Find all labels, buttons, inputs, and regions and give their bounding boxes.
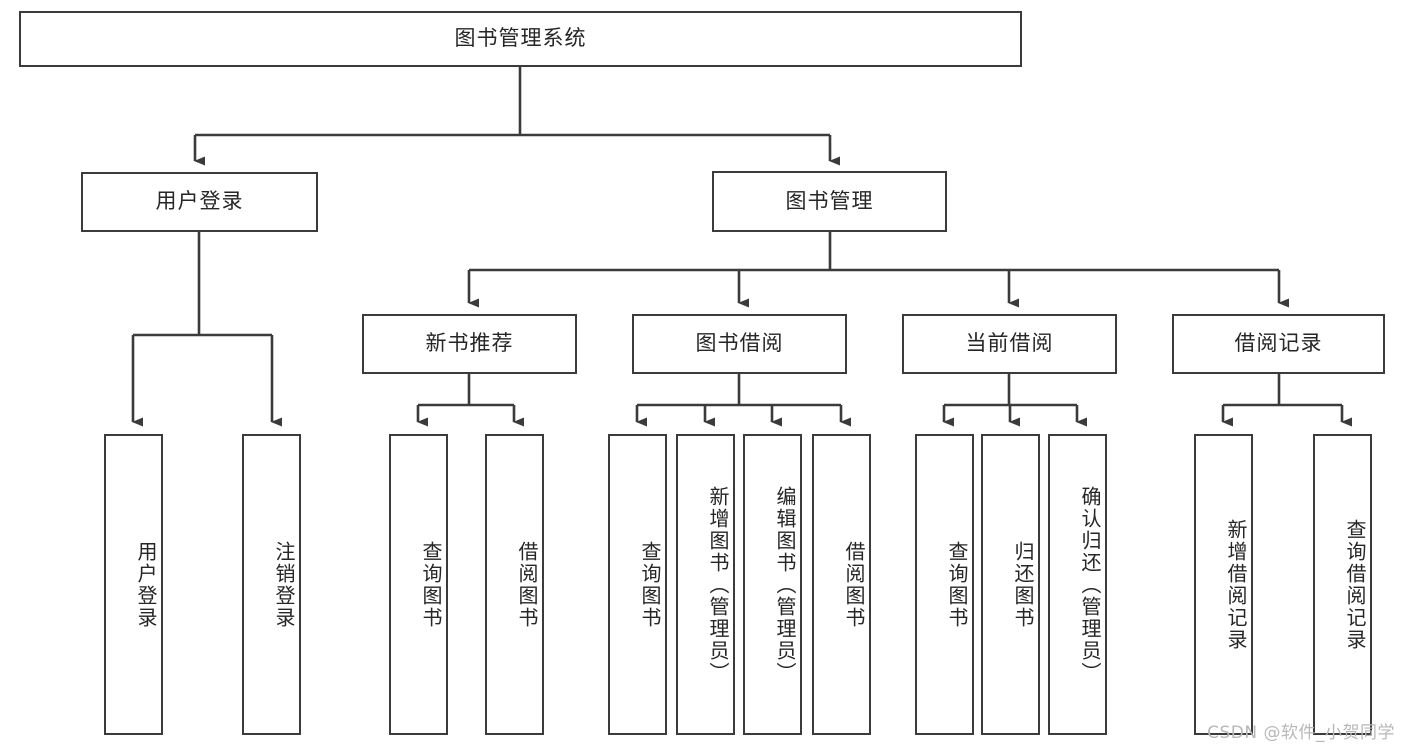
node-label: 借阅图书 bbox=[515, 540, 539, 629]
node-book-management[interactable]: 图书管理 bbox=[712, 171, 947, 232]
node-current-borrow[interactable]: 当前借阅 bbox=[902, 314, 1117, 374]
node-user-login[interactable]: 用户登录 bbox=[81, 172, 318, 232]
node-leaf-user-login[interactable]: 用户登录 bbox=[104, 434, 163, 735]
node-root-system[interactable]: 图书管理系统 bbox=[19, 11, 1022, 67]
node-leaf-borrow-book[interactable]: 借阅图书 bbox=[812, 434, 871, 735]
node-book-borrow[interactable]: 图书借阅 bbox=[632, 314, 847, 374]
node-leaf-add-borrow-record[interactable]: 新增借阅记录 bbox=[1194, 434, 1253, 735]
node-leaf-query-book-recommend[interactable]: 查询图书 bbox=[389, 434, 448, 735]
node-label: 借阅记录 bbox=[1234, 331, 1323, 356]
node-label: 用户登录 bbox=[134, 540, 158, 629]
node-leaf-query-book-borrow[interactable]: 查询图书 bbox=[608, 434, 667, 735]
node-label: 确认归还（管理员） bbox=[1078, 485, 1102, 684]
node-borrow-record[interactable]: 借阅记录 bbox=[1172, 314, 1385, 374]
node-label: 新增图书（管理员） bbox=[706, 485, 730, 684]
node-label: 查询图书 bbox=[419, 540, 443, 629]
node-leaf-confirm-return-admin[interactable]: 确认归还（管理员） bbox=[1048, 434, 1107, 735]
node-label: 新增借阅记录 bbox=[1224, 518, 1248, 651]
node-label: 用户登录 bbox=[155, 189, 244, 214]
node-new-book-recommend[interactable]: 新书推荐 bbox=[362, 314, 577, 374]
node-label: 查询图书 bbox=[945, 540, 969, 629]
node-leaf-return-book[interactable]: 归还图书 bbox=[981, 434, 1040, 735]
watermark-text: CSDN @软件_小贺同学 bbox=[1207, 723, 1395, 743]
node-label: 图书借阅 bbox=[695, 331, 784, 356]
node-label: 查询图书 bbox=[638, 540, 662, 629]
node-label: 查询借阅记录 bbox=[1343, 518, 1367, 651]
node-leaf-query-borrow-record[interactable]: 查询借阅记录 bbox=[1313, 434, 1372, 735]
node-label: 图书管理系统 bbox=[454, 26, 587, 51]
node-label: 编辑图书（管理员） bbox=[773, 485, 797, 684]
node-label: 借阅图书 bbox=[842, 540, 866, 629]
node-leaf-logout[interactable]: 注销登录 bbox=[242, 434, 301, 735]
node-leaf-add-book-admin[interactable]: 新增图书（管理员） bbox=[676, 434, 735, 735]
node-label: 新书推荐 bbox=[425, 331, 514, 356]
node-label: 归还图书 bbox=[1011, 540, 1035, 629]
node-leaf-query-book-current[interactable]: 查询图书 bbox=[915, 434, 974, 735]
node-leaf-borrow-book-recommend[interactable]: 借阅图书 bbox=[485, 434, 544, 735]
node-label: 注销登录 bbox=[272, 540, 296, 629]
node-leaf-edit-book-admin[interactable]: 编辑图书（管理员） bbox=[743, 434, 802, 735]
node-label: 当前借阅 bbox=[965, 331, 1054, 356]
node-label: 图书管理 bbox=[785, 188, 874, 213]
